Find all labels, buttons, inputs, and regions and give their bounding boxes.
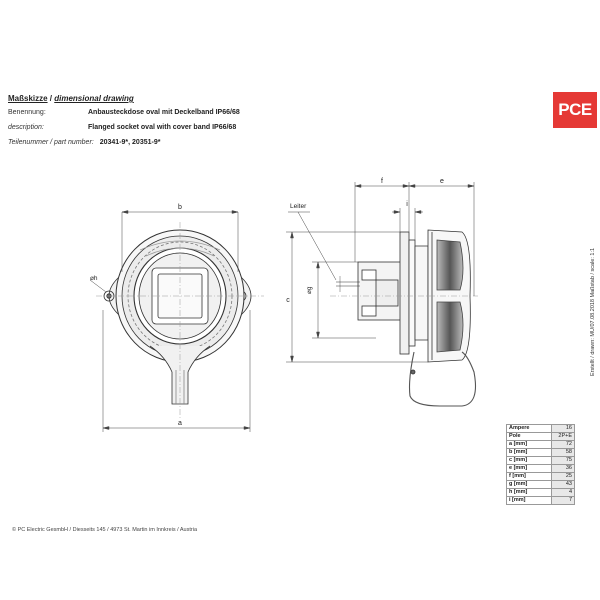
spec-key: c [mm] bbox=[506, 456, 552, 465]
spec-value: 36 bbox=[551, 464, 575, 473]
spec-row: e [mm]36 bbox=[506, 464, 575, 473]
document-title: Maßskizze / dimensional drawing bbox=[8, 94, 134, 103]
spec-row: g [mm]43 bbox=[506, 480, 575, 489]
spec-row: b [mm]58 bbox=[506, 448, 575, 457]
dim-i bbox=[392, 208, 423, 240]
part-number-label: Teilenummer / part number: bbox=[8, 139, 94, 146]
leiter-leader bbox=[288, 211, 337, 281]
spec-key: a [mm] bbox=[506, 440, 552, 449]
part-number-row: Teilenummer / part number: 20341-9*, 2035… bbox=[8, 138, 160, 148]
company-footer: © PC Electric GesmbH / Diesseits 145 / 4… bbox=[12, 527, 198, 533]
spec-key: Pole bbox=[506, 432, 552, 441]
spec-key: i [mm] bbox=[506, 496, 552, 505]
dim-b-label: b bbox=[178, 204, 182, 211]
dim-c-label: c bbox=[286, 297, 290, 304]
dim-e-label: e bbox=[440, 178, 444, 185]
spec-row: i [mm]7 bbox=[506, 496, 575, 505]
spec-key: h [mm] bbox=[506, 488, 552, 497]
dim-g bbox=[312, 261, 376, 339]
dim-i-label: i bbox=[406, 201, 408, 208]
spec-value: 75 bbox=[551, 456, 575, 465]
front-view bbox=[96, 222, 264, 420]
dim-a bbox=[102, 310, 251, 432]
spec-row: a [mm]72 bbox=[506, 440, 575, 449]
spec-value: 72 bbox=[551, 440, 575, 449]
dim-g-label: ⌀g bbox=[306, 286, 313, 294]
description-row: description: Flanged socket oval with cov… bbox=[8, 123, 236, 133]
spec-key: g [mm] bbox=[506, 480, 552, 489]
dim-f-e bbox=[354, 182, 475, 296]
name-value: Anbausteckdose oval mit Deckelband IP66/… bbox=[88, 109, 240, 116]
spec-value: 4 bbox=[551, 488, 575, 497]
description-value: Flanged socket oval with cover band IP66… bbox=[88, 124, 237, 131]
spec-key: Ampere bbox=[506, 424, 552, 433]
spec-row: h [mm]4 bbox=[506, 488, 575, 497]
dim-c bbox=[286, 231, 428, 363]
spec-value: 25 bbox=[551, 472, 575, 481]
dim-a-label: a bbox=[178, 420, 182, 427]
leiter-label: Leiter bbox=[290, 203, 307, 210]
dim-h-label: ⌀h bbox=[90, 275, 98, 282]
spec-value: 16 bbox=[551, 424, 575, 433]
spec-row: f [mm]25 bbox=[506, 472, 575, 481]
spec-key: b [mm] bbox=[506, 448, 552, 457]
spec-key: f [mm] bbox=[506, 472, 552, 481]
spec-value: 58 bbox=[551, 448, 575, 457]
drawn-by-scale-note: Erstellt / drawn: MU/07.08.2018 Maßstab … bbox=[590, 247, 596, 377]
spec-value: 43 bbox=[551, 480, 575, 489]
spec-value: 2P+E bbox=[551, 432, 575, 441]
dim-h bbox=[89, 279, 107, 293]
name-label: Benennung: bbox=[8, 109, 46, 116]
spec-row: c [mm]75 bbox=[506, 456, 575, 465]
dim-f-label: f bbox=[381, 178, 383, 185]
description-label: description: bbox=[8, 124, 44, 131]
part-number-value: 20341-9*, 20351-9* bbox=[99, 139, 161, 146]
spec-value: 7 bbox=[551, 496, 575, 505]
pce-logo: PCE bbox=[553, 92, 597, 128]
spec-key: e [mm] bbox=[506, 464, 552, 473]
name-row: Benennung: Anbausteckdose oval mit Deckel… bbox=[8, 108, 240, 118]
side-view bbox=[330, 229, 478, 407]
dim-b bbox=[121, 210, 239, 272]
